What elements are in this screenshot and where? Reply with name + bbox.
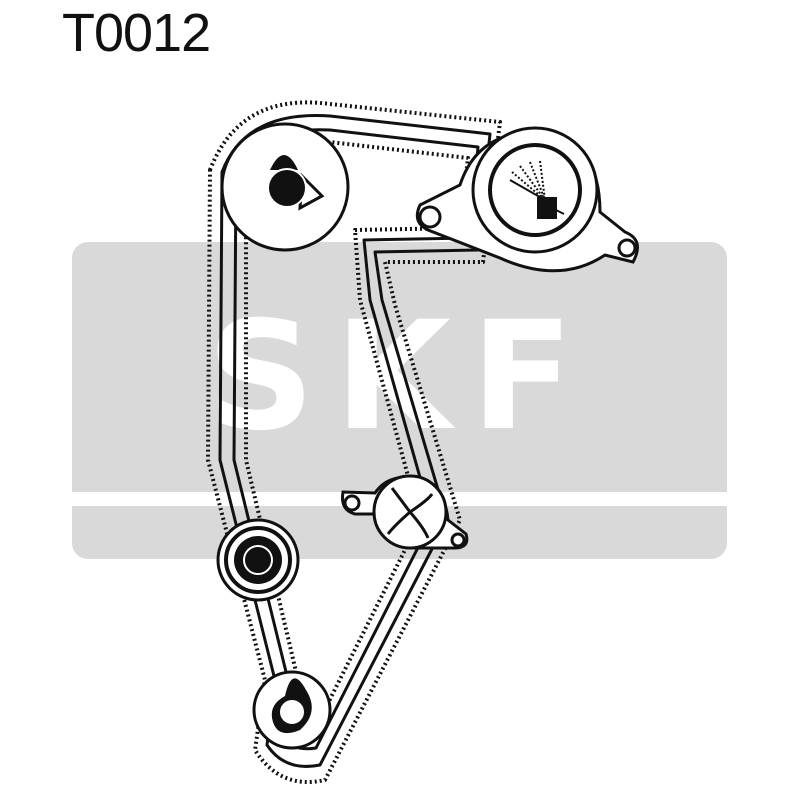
sprocket-with-key-icon	[267, 155, 325, 211]
skf-logo-lettering: SKF	[207, 290, 594, 464]
idler-pulley-icon	[224, 526, 292, 594]
tensioner-pulley	[415, 126, 639, 273]
crankshaft-sprocket	[252, 670, 332, 750]
idler-pulley	[216, 518, 300, 602]
water-pump-pulley	[341, 474, 469, 550]
camshaft-sprocket	[220, 122, 350, 252]
impeller-pulley-icon	[386, 487, 434, 539]
tensioner-with-spring-icon	[509, 160, 565, 219]
part-code-title: T0012	[62, 3, 211, 63]
belt-teeth-inner	[244, 139, 470, 738]
sprocket-with-key-icon	[271, 678, 312, 734]
belt-teeth-outer	[206, 100, 502, 784]
